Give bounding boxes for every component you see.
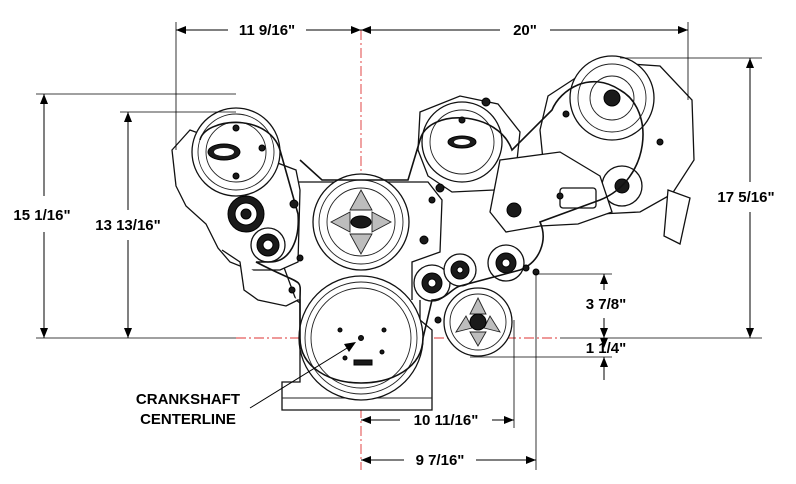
dim-bottom-b: 9 7/16" bbox=[416, 452, 465, 469]
center-idler-b bbox=[443, 253, 477, 287]
dim-bottom-a: 10 11/16" bbox=[414, 412, 479, 429]
left-alternator bbox=[191, 107, 281, 197]
dim-left-inner: 13 13/16" bbox=[95, 217, 161, 234]
right-idler bbox=[487, 244, 525, 282]
left-idler-lower bbox=[250, 227, 286, 263]
left-bracket-lower bbox=[221, 249, 299, 307]
dim-top-left: 11 9/16" bbox=[239, 22, 295, 39]
dim-right-a: 3 7/8" bbox=[586, 296, 626, 313]
dim-top-right: 20" bbox=[513, 22, 537, 39]
mounting-bolts bbox=[288, 196, 540, 324]
callout-line-1: CRANKSHAFT bbox=[136, 391, 240, 408]
dim-left-outer: 15 1/16" bbox=[13, 207, 70, 224]
water-pump-pulley bbox=[312, 173, 410, 271]
dim-right-outer: 17 5/16" bbox=[717, 189, 774, 206]
left-idler-upper bbox=[227, 195, 265, 233]
dim-right-b: 1 1/4" bbox=[586, 340, 626, 357]
callout-line-2: CENTERLINE bbox=[140, 411, 236, 428]
dimension-lines bbox=[36, 22, 762, 470]
center-idler-a bbox=[413, 264, 451, 302]
dimension-labels: 11 9/16" 20" 15 1/16" 13 13/16" 17 5/16"… bbox=[13, 22, 774, 469]
engine-front-drawing bbox=[171, 55, 695, 411]
serpentine-belt bbox=[199, 80, 644, 384]
crankshaft-pulley bbox=[298, 275, 424, 401]
right-bracket bbox=[489, 151, 613, 233]
power-steering-pulley bbox=[443, 287, 513, 357]
